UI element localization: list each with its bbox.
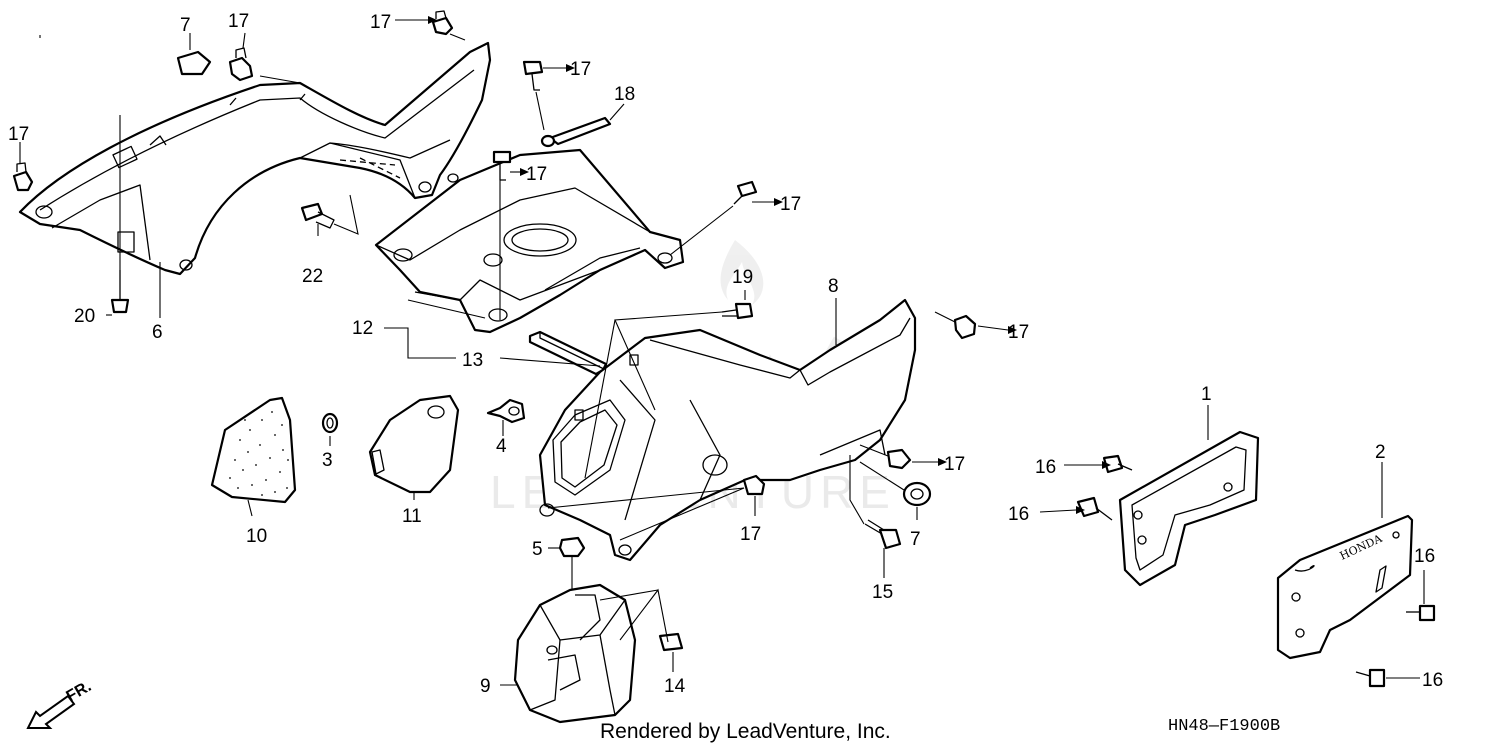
part-2-cover-plate: HONDA xyxy=(1276,514,1414,660)
fastener-17-bolt-center xyxy=(492,150,512,181)
callout-5: 5 xyxy=(532,539,543,560)
part-9-storage-box xyxy=(513,583,637,724)
callout-3: 3 xyxy=(322,450,333,471)
callout-16: 16 xyxy=(1008,504,1029,525)
callout-22: 22 xyxy=(302,266,323,287)
callout-11: 11 xyxy=(402,506,422,527)
part-10-filter-pad xyxy=(210,396,297,504)
credit-text: Rendered by LeadVenture, Inc. xyxy=(600,720,891,743)
fastener-16-screw-a xyxy=(1102,454,1133,474)
callout-17: 17 xyxy=(8,124,29,145)
part-8-right-side-cover xyxy=(538,298,917,562)
fastener-5-nut xyxy=(558,536,586,558)
callout-17: 17 xyxy=(780,194,801,215)
fastener-7-grommet-top xyxy=(176,50,212,76)
front-direction-arrow: FR. xyxy=(26,678,94,729)
callout-17: 17 xyxy=(370,12,391,33)
callout-17: 17 xyxy=(1008,322,1029,343)
callout-16: 16 xyxy=(1414,546,1435,567)
fastener-16-screw-d xyxy=(1355,668,1386,688)
part-13-strip xyxy=(528,330,608,376)
fastener-17-bolt-right-top xyxy=(733,180,758,205)
diagram-code: HN48—F1900B xyxy=(1168,717,1280,736)
callout-4: 4 xyxy=(496,436,507,457)
callout-17: 17 xyxy=(944,454,965,475)
callout-17: 17 xyxy=(570,59,591,80)
fastener-17-bolt-top-center xyxy=(522,60,544,91)
fastener-17-clip-right xyxy=(953,314,977,340)
callout-17: 17 xyxy=(228,11,249,32)
callout-19: 19 xyxy=(732,267,753,288)
leader-lines xyxy=(19,16,1425,686)
callout-16: 16 xyxy=(1422,670,1443,691)
part-6-left-side-cover xyxy=(18,41,492,276)
fastener-17-clip-top xyxy=(431,10,454,36)
fastener-17-clip-far-left xyxy=(12,162,34,192)
fastener-17-clip-top-left xyxy=(228,47,254,82)
fastener-19-bolt xyxy=(721,302,754,320)
part-11-cover-lid xyxy=(368,394,460,494)
part-4-clip xyxy=(486,398,526,424)
part-12-center-panel xyxy=(374,148,685,334)
callout-14: 14 xyxy=(664,676,686,697)
callout-12: 12 xyxy=(352,318,373,339)
callout-17: 17 xyxy=(740,524,761,545)
fastener-14-collar xyxy=(658,632,684,652)
callout-16: 16 xyxy=(1035,457,1056,478)
callout-20: 20 xyxy=(74,306,95,327)
fastener-17-clip-lower-right xyxy=(886,448,912,470)
callout-7: 7 xyxy=(180,15,191,36)
fastener-15-bolt xyxy=(864,519,902,550)
fastener-16-screw-c xyxy=(1406,604,1436,622)
callout-2: 2 xyxy=(1375,442,1386,463)
fastener-17-clip-lower xyxy=(742,474,766,496)
callout-17: 17 xyxy=(526,164,547,185)
fastener-22-bolt xyxy=(300,202,335,229)
callout-9: 9 xyxy=(480,676,491,697)
fastener-20-screw xyxy=(110,270,130,314)
callout-15: 15 xyxy=(872,582,893,603)
part-1-gasket xyxy=(1118,430,1260,587)
callout-18: 18 xyxy=(614,84,635,105)
fastener-18-strap xyxy=(540,116,612,148)
callout-8: 8 xyxy=(828,276,839,297)
callout-6: 6 xyxy=(152,322,163,343)
part-3-grommet xyxy=(321,412,339,434)
callout-1: 1 xyxy=(1201,384,1212,405)
callout-7: 7 xyxy=(910,529,921,550)
fastener-7-grommet-lower xyxy=(902,481,932,507)
fastener-16-screw-b xyxy=(1076,496,1113,521)
callout-10: 10 xyxy=(246,526,267,547)
callout-13: 13 xyxy=(462,350,483,371)
callout-labels: 17 7 17 17 17 18 17 17 22 20 6 12 13 19 … xyxy=(8,11,1443,697)
